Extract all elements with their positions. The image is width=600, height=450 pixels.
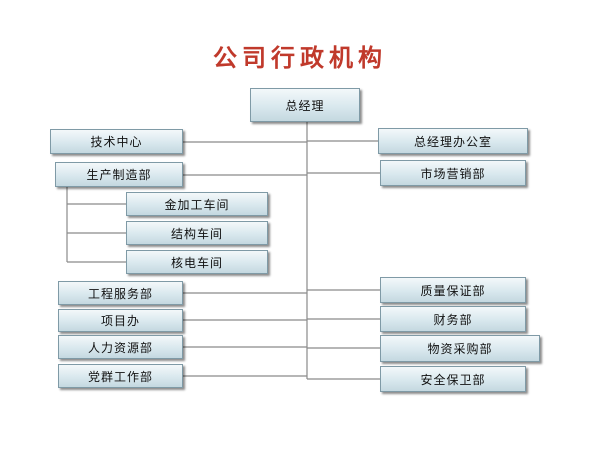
node-workshop-3: 核电车间 [126, 250, 268, 274]
node-label: 金加工车间 [164, 197, 230, 212]
page-title: 公司行政机构 [213, 43, 387, 72]
node-engineering-service: 工程服务部 [58, 281, 183, 305]
node-label: 项目办 [100, 314, 140, 328]
node-label: 物资采购部 [427, 342, 493, 356]
node-finance: 财务部 [380, 306, 526, 332]
node-production: 生产制造部 [55, 162, 183, 187]
node-label: 财务部 [433, 312, 473, 327]
node-label: 总经理办公室 [413, 134, 492, 149]
node-label: 质量保证部 [420, 283, 486, 298]
node-marketing: 市场营销部 [380, 160, 526, 186]
node-label: 总经理 [285, 98, 325, 113]
node-label: 人力资源部 [87, 340, 153, 355]
node-hr: 人力资源部 [58, 335, 183, 359]
node-project-office: 项目办 [58, 309, 183, 332]
node-ceo: 总经理 [250, 88, 360, 122]
node-party-work: 党群工作部 [58, 364, 183, 388]
node-label: 结构车间 [170, 226, 223, 241]
node-label: 党群工作部 [87, 369, 153, 384]
node-label: 生产制造部 [86, 168, 152, 182]
node-gm-office: 总经理办公室 [378, 128, 528, 154]
node-label: 市场营销部 [420, 166, 486, 181]
node-label: 工程服务部 [87, 286, 153, 301]
node-label: 核电车间 [170, 255, 223, 270]
node-label: 技术中心 [90, 135, 143, 149]
node-quality: 质量保证部 [380, 277, 526, 303]
node-purchasing: 物资采购部 [380, 335, 540, 362]
node-label: 安全保卫部 [420, 372, 486, 387]
node-security: 安全保卫部 [380, 366, 526, 392]
node-workshop-2: 结构车间 [126, 221, 268, 245]
node-workshop-1: 金加工车间 [126, 192, 268, 216]
node-tech-center: 技术中心 [50, 129, 183, 154]
